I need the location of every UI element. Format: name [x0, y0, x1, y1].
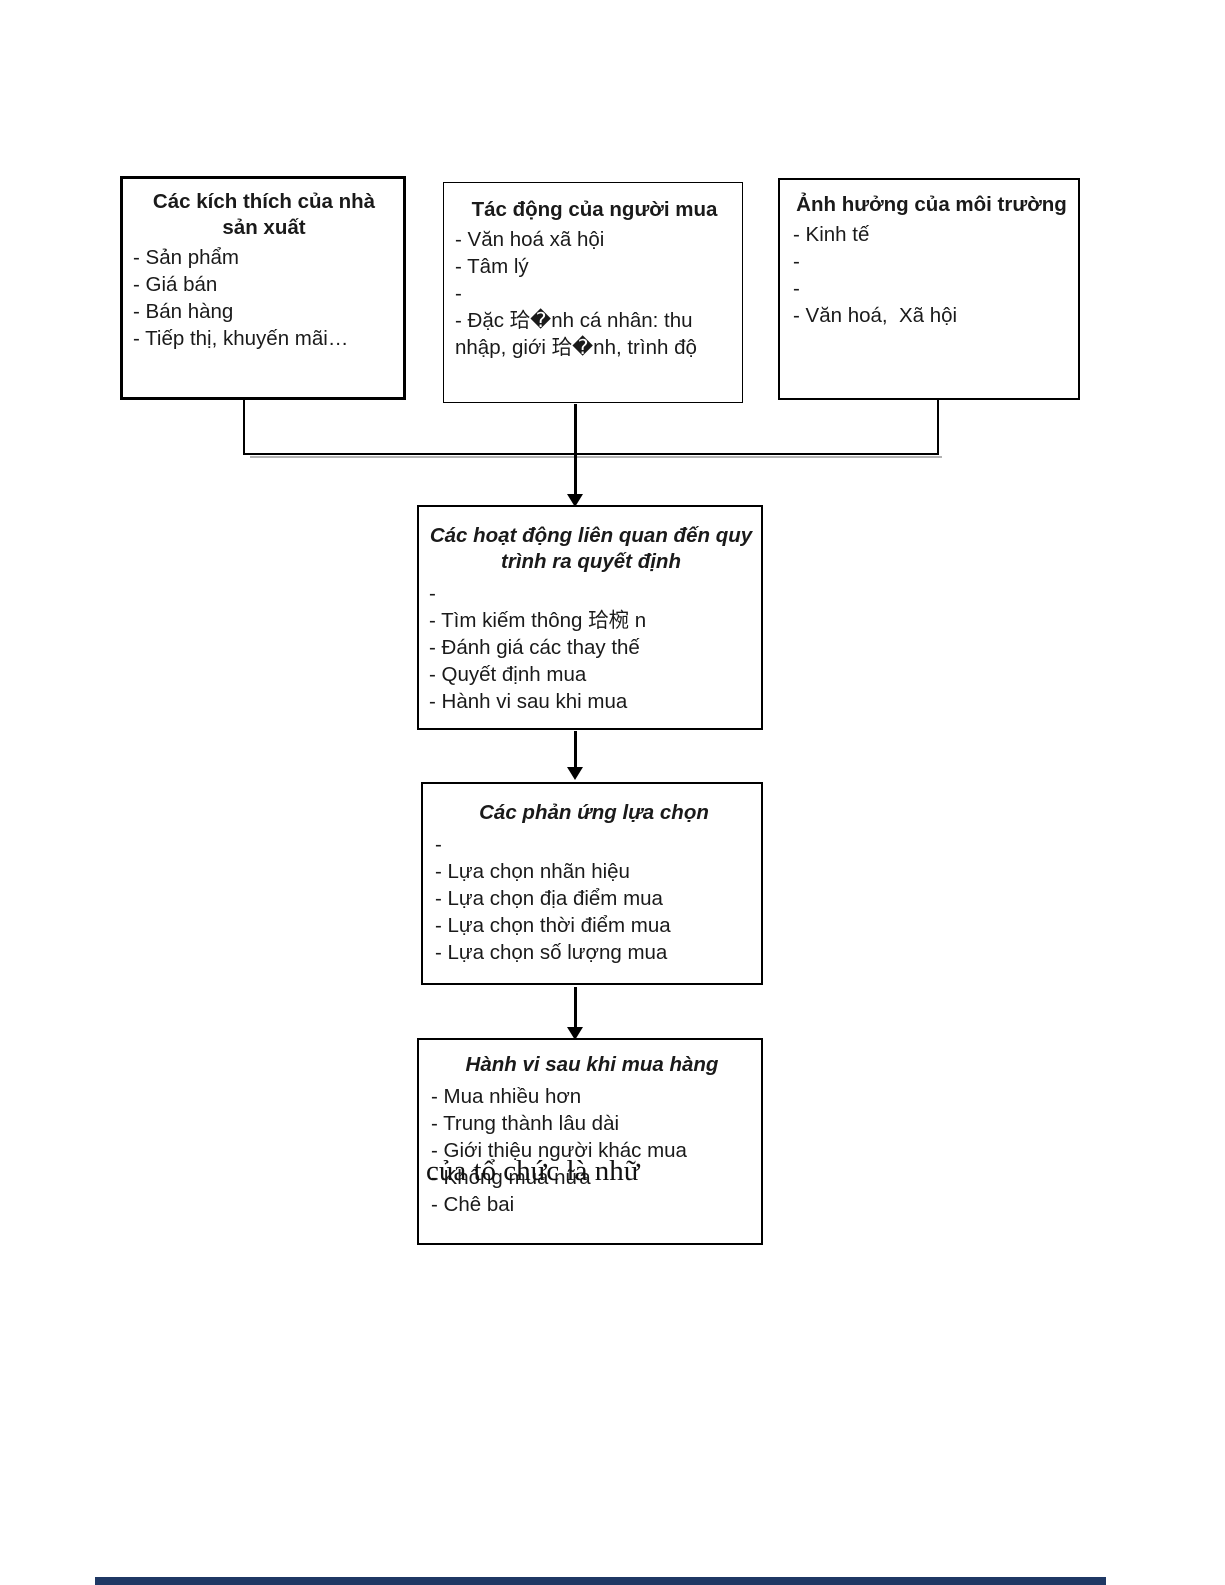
list-item: - Tâm lý	[455, 255, 529, 278]
next-page-header-strip	[95, 1577, 1106, 1585]
box-environment-influences: Ảnh hưởng của môi trường - Kinh tế - - -…	[778, 178, 1080, 400]
arrow-to-postpurchase-shaft	[574, 987, 577, 1028]
list-item: - Lựa chọn thời điểm mua	[435, 914, 671, 937]
list-item: - Mua nhiều hơn	[431, 1085, 582, 1108]
box-producer-stimuli: Các kích thích của nhà sản xuất - Sản ph…	[120, 176, 406, 400]
list-item: - Tiếp thị, khuyến mãi…	[133, 327, 349, 350]
connector-left-vertical	[243, 399, 245, 455]
arrow-to-decision-head	[567, 494, 583, 507]
list-item: - Giới thiệu người khác mua	[431, 1139, 687, 1162]
box-producer-stimuli-title: Các kích thích của nhà sản xuất	[152, 190, 376, 239]
list-item: - Đặc 珨�nh cá nhân: thu nhập, giới 珨�nh,…	[455, 309, 699, 359]
box-buyer-influences: Tác động của người mua - Văn hoá xã hội …	[443, 182, 743, 403]
list-item: - Không mua nữa	[431, 1166, 591, 1189]
list-item: -	[455, 282, 462, 305]
list-item: - Kinh tế	[793, 223, 870, 246]
list-item: - Đánh giá các thay thế	[429, 636, 640, 659]
box-post-purchase-behavior: Hành vi sau khi mua hàng - Mua nhiều hơn…	[417, 1038, 763, 1245]
arrow-to-decision-shaft	[574, 404, 577, 496]
arrow-to-choices-shaft	[574, 731, 577, 768]
list-item: - Quyết định mua	[429, 663, 587, 686]
box-decision-process: Các hoạt động liên quan đến quy trình ra…	[417, 505, 763, 730]
list-item: -	[435, 833, 442, 856]
list-item: - Sản phẩm	[133, 246, 239, 269]
connector-horizontal	[243, 453, 939, 455]
arrow-to-choices-head	[567, 767, 583, 780]
list-item: - Lựa chọn nhãn hiệu	[435, 860, 630, 883]
box-decision-process-title: Các hoạt động liên quan đến quy trình ra…	[429, 524, 753, 573]
list-item: -	[793, 277, 800, 300]
list-item: - Lựa chọn địa điểm mua	[435, 887, 663, 910]
list-item: - Văn hoá xã hội	[455, 228, 605, 251]
list-item: -	[793, 250, 800, 273]
list-item: - Giá bán	[133, 273, 218, 296]
list-item: - Văn hoá, Xã hội	[793, 304, 958, 327]
list-item: -	[429, 582, 436, 605]
box-choice-responses: Các phản ứng lựa chọn - - Lựa chọn nhãn …	[421, 782, 763, 985]
list-item: - Hành vi sau khi mua	[429, 690, 628, 713]
box-environment-influences-title: Ảnh hưởng của môi trường	[796, 193, 1067, 216]
connector-right-vertical	[937, 399, 939, 455]
list-item: - Bán hàng	[133, 300, 234, 323]
list-item: - Trung thành lâu dài	[431, 1112, 620, 1135]
box-post-purchase-behavior-title: Hành vi sau khi mua hàng	[465, 1053, 719, 1076]
overlapping-text-artifact: của tổ chức là nhữ	[426, 1155, 640, 1187]
box-buyer-influences-title: Tác động của người mua	[471, 198, 718, 221]
arrow-to-postpurchase-head	[567, 1027, 583, 1040]
box-choice-responses-title: Các phản ứng lựa chọn	[479, 801, 709, 824]
list-item: - Lựa chọn số lượng mua	[435, 941, 668, 964]
connector-horizontal-shadow	[250, 456, 942, 458]
list-item: - Tìm kiếm thông 珨椀 n	[429, 609, 647, 632]
list-item: - Chê bai	[431, 1193, 515, 1216]
